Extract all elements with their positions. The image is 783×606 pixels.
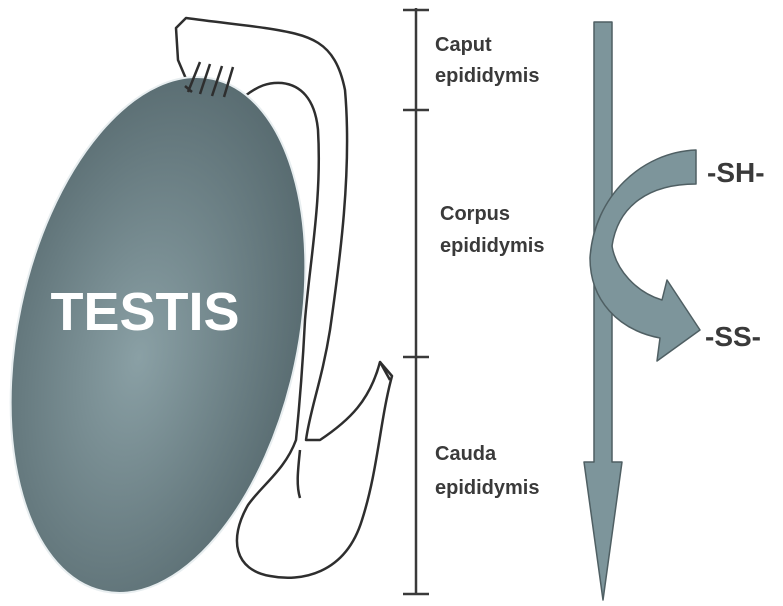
segment-scale — [403, 8, 429, 595]
cauda-label: Cauda epididymis — [435, 443, 539, 499]
disulfide-label: -SS- — [705, 321, 761, 352]
caput-label: Caput epididymis — [435, 34, 539, 87]
corpus-label: Corpus epididymis — [440, 203, 544, 257]
testis-label: TESTIS — [50, 282, 239, 342]
thiol-label: -SH- — [707, 157, 765, 188]
